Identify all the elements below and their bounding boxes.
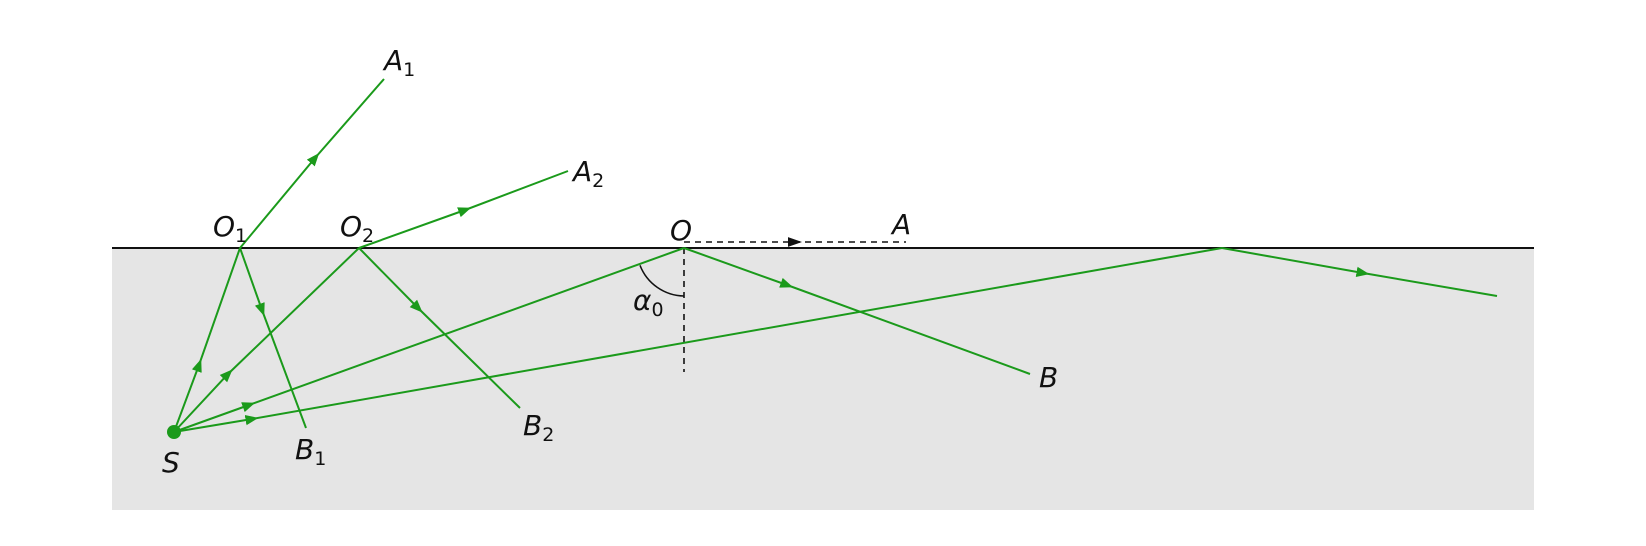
label-o1: O1 xyxy=(213,210,247,247)
label-s: S xyxy=(162,446,180,479)
ray-s-to-far-reflection-point xyxy=(173,247,1223,433)
ray-s-to-o xyxy=(173,247,685,433)
ray-s-to-o2 xyxy=(173,247,360,433)
ray-o-to-b xyxy=(683,247,1031,375)
label-a2: A2 xyxy=(571,155,604,192)
label-alpha0: α0 xyxy=(633,284,664,321)
angle-arc-alpha0 xyxy=(639,265,685,297)
label-o2: O2 xyxy=(340,210,374,247)
label-b1: B1 xyxy=(295,433,326,470)
ray-total-internal-reflection xyxy=(1221,247,1498,297)
label-o: O xyxy=(670,214,692,247)
ray-o2-to-b2 xyxy=(358,247,521,409)
dense-medium-region xyxy=(112,248,1534,510)
label-a: A xyxy=(890,208,911,241)
label-b: B xyxy=(1039,361,1058,394)
label-b2: B2 xyxy=(523,409,554,446)
ray-o1-to-a1 xyxy=(239,78,385,249)
ray-s-to-o1 xyxy=(173,247,241,433)
source-point-s xyxy=(167,425,181,439)
label-a1: A1 xyxy=(382,44,415,81)
ray-o2-to-a2 xyxy=(358,170,569,249)
